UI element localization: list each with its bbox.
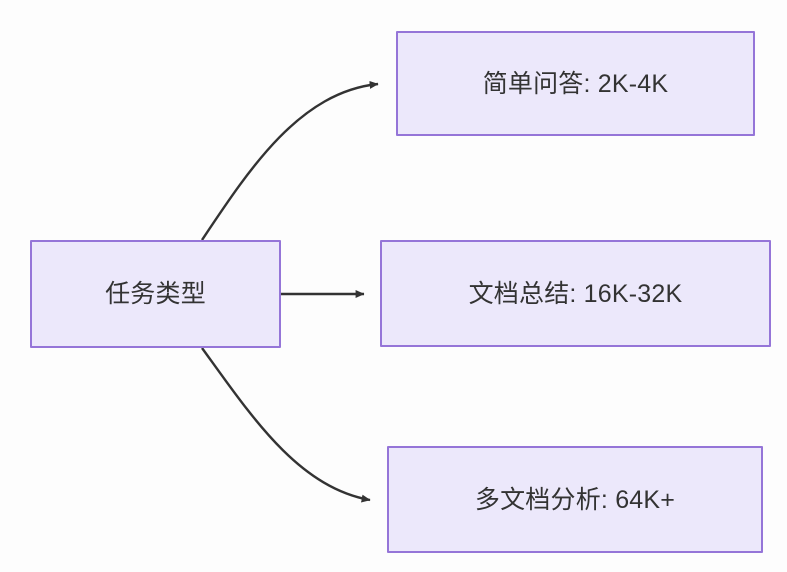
node-label: 任务类型 <box>105 280 206 308</box>
node-label: 简单问答: 2K-4K <box>482 69 669 98</box>
node-doc-summary[interactable]: 文档总结: 16K-32K <box>380 240 771 347</box>
node-label: 多文档分析: 64K+ <box>474 485 676 514</box>
edge-source-to-simple-qa <box>201 80 379 241</box>
node-multi-doc-analysis[interactable]: 多文档分析: 64K+ <box>387 446 763 553</box>
node-task-type[interactable]: 任务类型 <box>30 240 281 348</box>
node-label: 文档总结: 16K-32K <box>468 279 683 308</box>
node-simple-qa[interactable]: 简单问答: 2K-4K <box>396 31 755 136</box>
edge-source-to-multidoc <box>201 347 371 503</box>
